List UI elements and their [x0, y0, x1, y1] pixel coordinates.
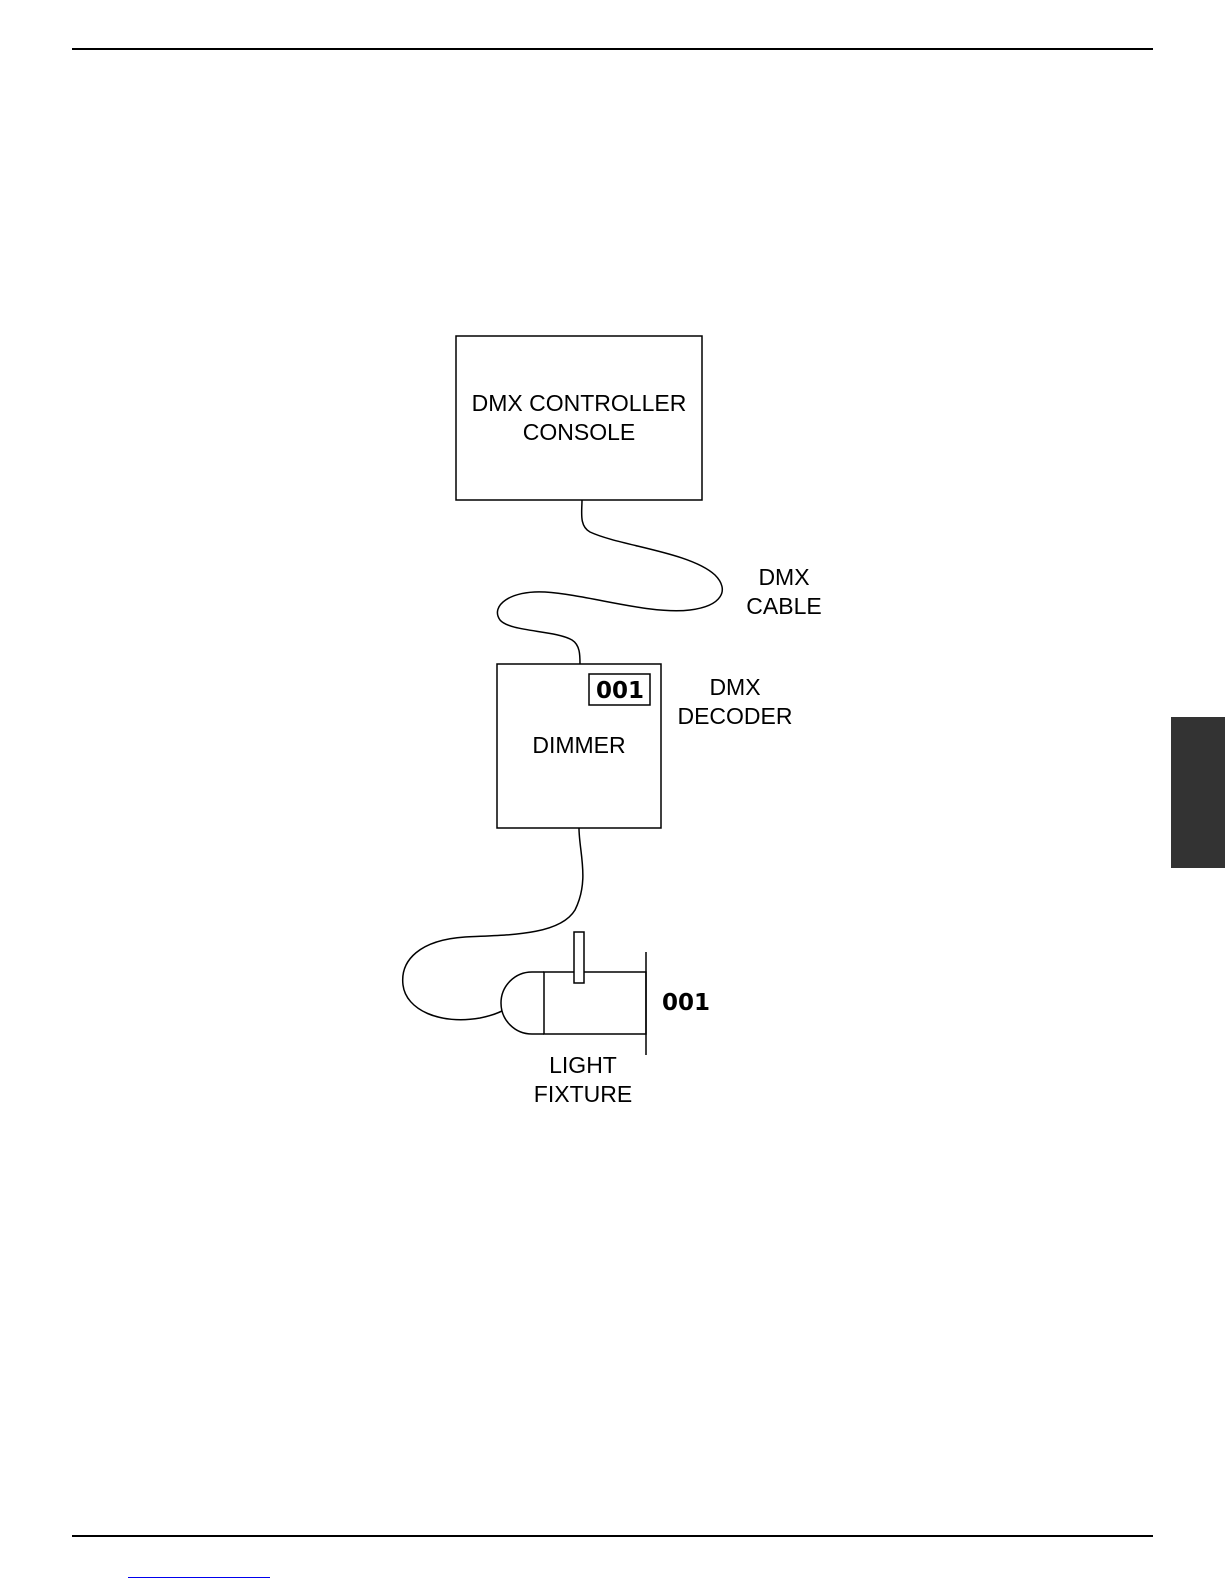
decoder-label-line1: DMX: [709, 674, 760, 700]
fixture-label-line1: LIGHT: [549, 1052, 617, 1078]
decoder-label-line2: DECODER: [677, 703, 792, 729]
fixture-label-line2: FIXTURE: [534, 1081, 632, 1107]
dimmer-address: 001: [596, 678, 644, 704]
footer-rule: [72, 1535, 1153, 1537]
cable-label-line2: CABLE: [746, 593, 821, 619]
dimmer-label: DIMMER: [532, 732, 625, 758]
dmx-cable: [497, 500, 722, 664]
console-label-line1: DMX CONTROLLER: [472, 390, 687, 416]
cable-label-line1: DMX: [758, 564, 809, 590]
chapter-tab: [1171, 717, 1225, 868]
console-label-line2: CONSOLE: [523, 419, 635, 445]
light-fixture-icon: [501, 932, 646, 1055]
fixture-address: 001: [662, 990, 710, 1016]
console-box: [456, 336, 702, 500]
footer-link-underline: [128, 1577, 270, 1578]
